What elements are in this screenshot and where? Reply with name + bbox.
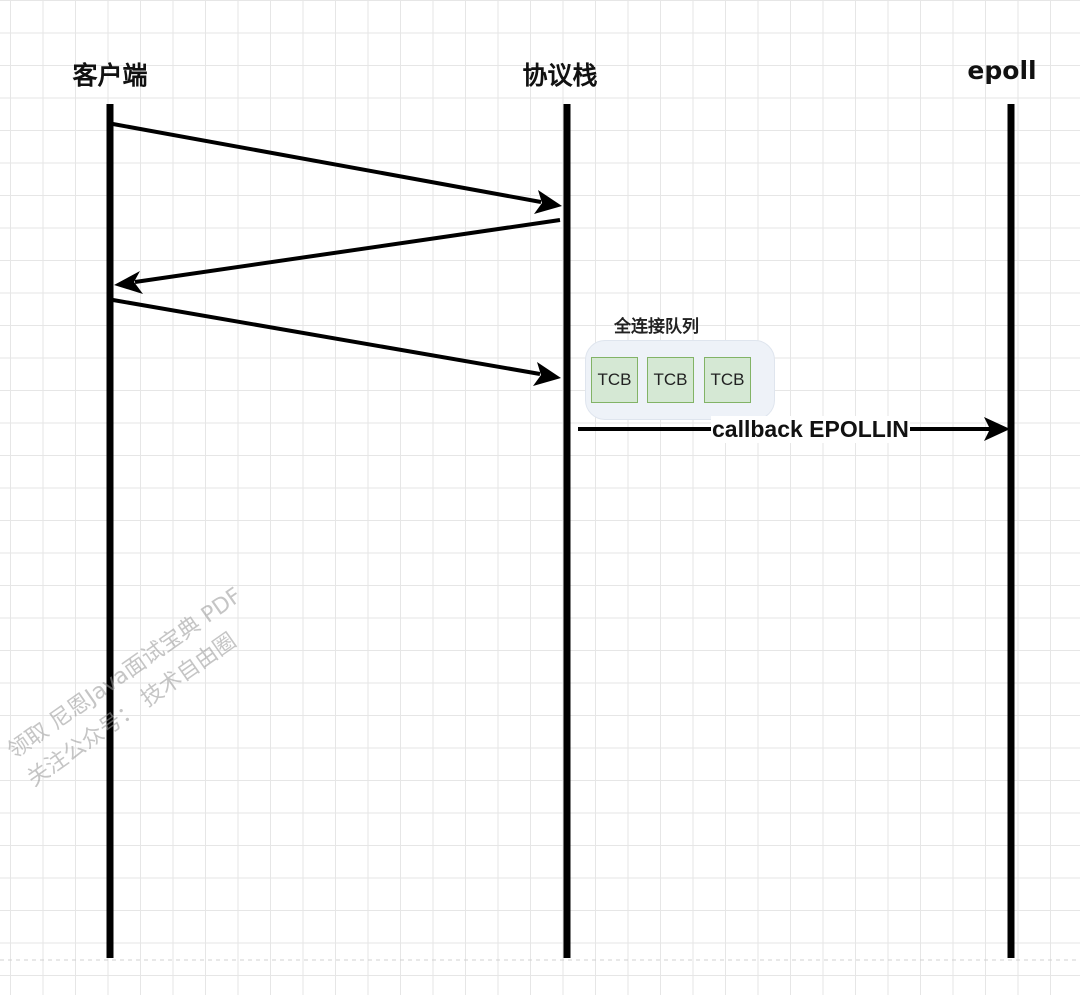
arrow-ack	[112, 298, 561, 386]
lane-title-protocol-stack: 协议栈	[522, 61, 598, 90]
arrow-syn	[112, 122, 562, 214]
tcb-box-1: TCB	[591, 357, 638, 403]
arrow-syn-ack	[114, 218, 561, 294]
callback-epollin-label: callback EPOLLIN	[711, 416, 910, 443]
tcb-box-2: TCB	[647, 357, 694, 403]
lane-title-client: 客户端	[72, 61, 148, 90]
lane-title-epoll: epoll	[967, 56, 1037, 85]
full-connection-queue-title: 全连接队列	[614, 317, 699, 337]
tcb-box-3: TCB	[704, 357, 751, 403]
